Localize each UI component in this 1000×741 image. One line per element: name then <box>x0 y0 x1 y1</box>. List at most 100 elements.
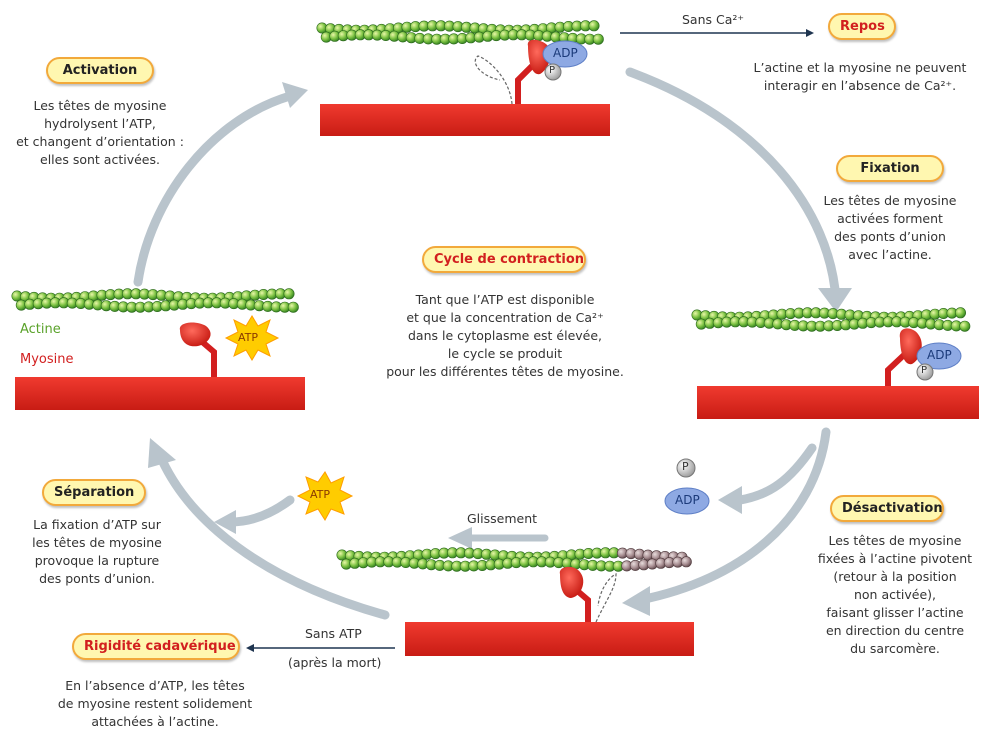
actin-bead <box>287 301 299 313</box>
activation-line-3: et changent d’orientation : <box>16 134 184 149</box>
arrowhead-adp <box>718 486 742 514</box>
arrow-desactivation-to-adp <box>735 443 817 505</box>
atp-burst-left <box>224 315 280 361</box>
adp-label-top: ADP <box>553 46 578 60</box>
cycle-arrows <box>133 67 852 620</box>
adp-molecule-top <box>542 40 588 68</box>
rigidite-line-3: attachées à l’actine. <box>91 714 219 729</box>
p-label-free: P <box>682 460 689 473</box>
rigidite-desc: En l’absence d’ATP, les têtes de myosine… <box>40 677 270 731</box>
myosin-head-right <box>899 328 922 365</box>
separation-line-2: les têtes de myosine <box>32 535 162 550</box>
adp-molecule-right <box>916 342 962 370</box>
actin-bead <box>588 20 600 32</box>
desactivation-line-7: du sarcomère. <box>850 641 940 656</box>
myosin-head-bottom <box>559 566 584 598</box>
desactivation-desc: Les têtes de myosine fixées à l’actine p… <box>800 532 990 658</box>
activation-line-2: hydrolysent l’ATP, <box>44 116 156 131</box>
desactivation-line-3: (retour à la position <box>833 569 957 584</box>
repos-title: Repos <box>828 13 896 40</box>
desactivation-line-4: non activée), <box>853 587 936 602</box>
actin-bead <box>954 307 966 319</box>
myosin-head-left <box>179 322 211 347</box>
desactivation-line-6: en direction du centre <box>825 623 965 638</box>
legend-actine: Actine <box>20 322 61 337</box>
legend-myosine: Myosine <box>20 352 74 367</box>
panel-top <box>316 20 610 136</box>
fixation-line-1: Les têtes de myosine <box>823 193 957 208</box>
separation-line-4: des ponts d’union. <box>39 571 155 586</box>
p-label-top: P <box>549 65 556 76</box>
separation-desc: La fixation d’ATP sur les têtes de myosi… <box>22 516 172 588</box>
separation-title: Séparation <box>42 479 146 506</box>
desactivation-title: Désactivation <box>830 495 944 522</box>
myosin-filament-top <box>320 104 610 136</box>
desactivation-line-5: faisant glisser l’actine <box>826 605 964 620</box>
actin-filament-top <box>316 20 604 45</box>
atp-label-free: ATP <box>310 488 331 501</box>
adp-label-free: ADP <box>675 493 700 507</box>
activation-title: Activation <box>46 57 154 84</box>
cycle-line-4: le cycle se produit <box>447 346 563 361</box>
myosin-filament-bottom <box>405 622 694 656</box>
p-molecule-right <box>916 363 934 381</box>
panel-right <box>691 307 979 419</box>
myosin-neck-left <box>198 337 217 377</box>
fixation-line-3: des ponts d’union <box>834 229 946 244</box>
adp-label-right: ADP <box>927 348 952 362</box>
arrow-fixation-to-desactivation <box>635 427 831 605</box>
myosin-filament-right <box>697 386 979 419</box>
fixation-title: Fixation <box>836 155 944 182</box>
repos-desc: L’actine et la myosine ne peuvent intera… <box>740 59 980 95</box>
cycle-line-3: dans le cytoplasme est élevée, <box>407 328 603 343</box>
actin-filament-bottom <box>336 547 692 572</box>
arrowhead-glissement <box>448 527 472 549</box>
arrowhead-activation <box>282 82 308 108</box>
arrow-repos-to-fixation <box>625 67 841 305</box>
cycle-title: Cycle de contraction <box>422 246 586 273</box>
arrowhead-atp-in <box>214 510 236 534</box>
fixation-line-4: avec l’actine. <box>848 247 932 262</box>
actin-bead <box>680 556 692 568</box>
desactivation-line-1: Les têtes de myosine <box>828 533 962 548</box>
repos-line-2: interagir en l’absence de Ca²⁺. <box>763 78 957 93</box>
arrowhead-desactivation <box>622 586 650 616</box>
fixation-desc: Les têtes de myosine activées forment de… <box>820 192 960 264</box>
activation-line-4: elles sont activées. <box>40 152 160 167</box>
actin-bead <box>283 288 295 300</box>
rigidite-title: Rigidité cadavérique <box>72 633 240 660</box>
adp-molecule-free <box>664 487 710 515</box>
panel-left <box>11 288 305 410</box>
activation-desc: Les têtes de myosine hydrolysent l’ATP, … <box>10 97 190 169</box>
p-molecule-top <box>544 63 562 81</box>
arrowhead-fixation <box>818 288 852 312</box>
cycle-line-1: Tant que l’ATP est disponible <box>415 292 595 307</box>
myosin-neck-top <box>515 63 535 104</box>
actin-bead <box>592 33 604 45</box>
activation-line-1: Les têtes de myosine <box>33 98 167 113</box>
actin-filament-right <box>691 307 971 332</box>
arrow-separation-to-activation <box>133 91 295 287</box>
myosin-neck-ghost-bottom <box>595 573 617 623</box>
myosin-neck-ghost-top <box>474 55 513 105</box>
rigidite-line-1: En l’absence d’ATP, les têtes <box>65 678 245 693</box>
actin-filament-left <box>11 288 299 313</box>
fixation-line-2: activées forment <box>837 211 943 226</box>
apres-la-mort-label: (après la mort) <box>288 655 382 670</box>
atp-burst-free <box>296 471 354 521</box>
rigidite-line-2: de myosine restent solidement <box>57 696 253 711</box>
separation-line-3: provoque la rupture <box>34 553 160 568</box>
arrow-atp-in <box>225 495 295 527</box>
panel-bottom <box>336 547 694 656</box>
separation-line-1: La fixation d’ATP sur <box>33 517 161 532</box>
cycle-desc: Tant que l’ATP est disponible et que la … <box>370 291 640 381</box>
cycle-line-5: pour les différentes têtes de myosine. <box>386 364 624 379</box>
actin-bead <box>959 320 971 332</box>
sans-ca-label: Sans Ca²⁺ <box>682 12 744 27</box>
p-molecule-free <box>676 458 696 478</box>
cycle-line-2: et que la concentration de Ca²⁺ <box>406 310 604 325</box>
sans-atp-label: Sans ATP <box>305 626 362 641</box>
atp-label-left: ATP <box>238 331 259 344</box>
repos-line-1: L’actine et la myosine ne peuvent <box>753 60 967 75</box>
